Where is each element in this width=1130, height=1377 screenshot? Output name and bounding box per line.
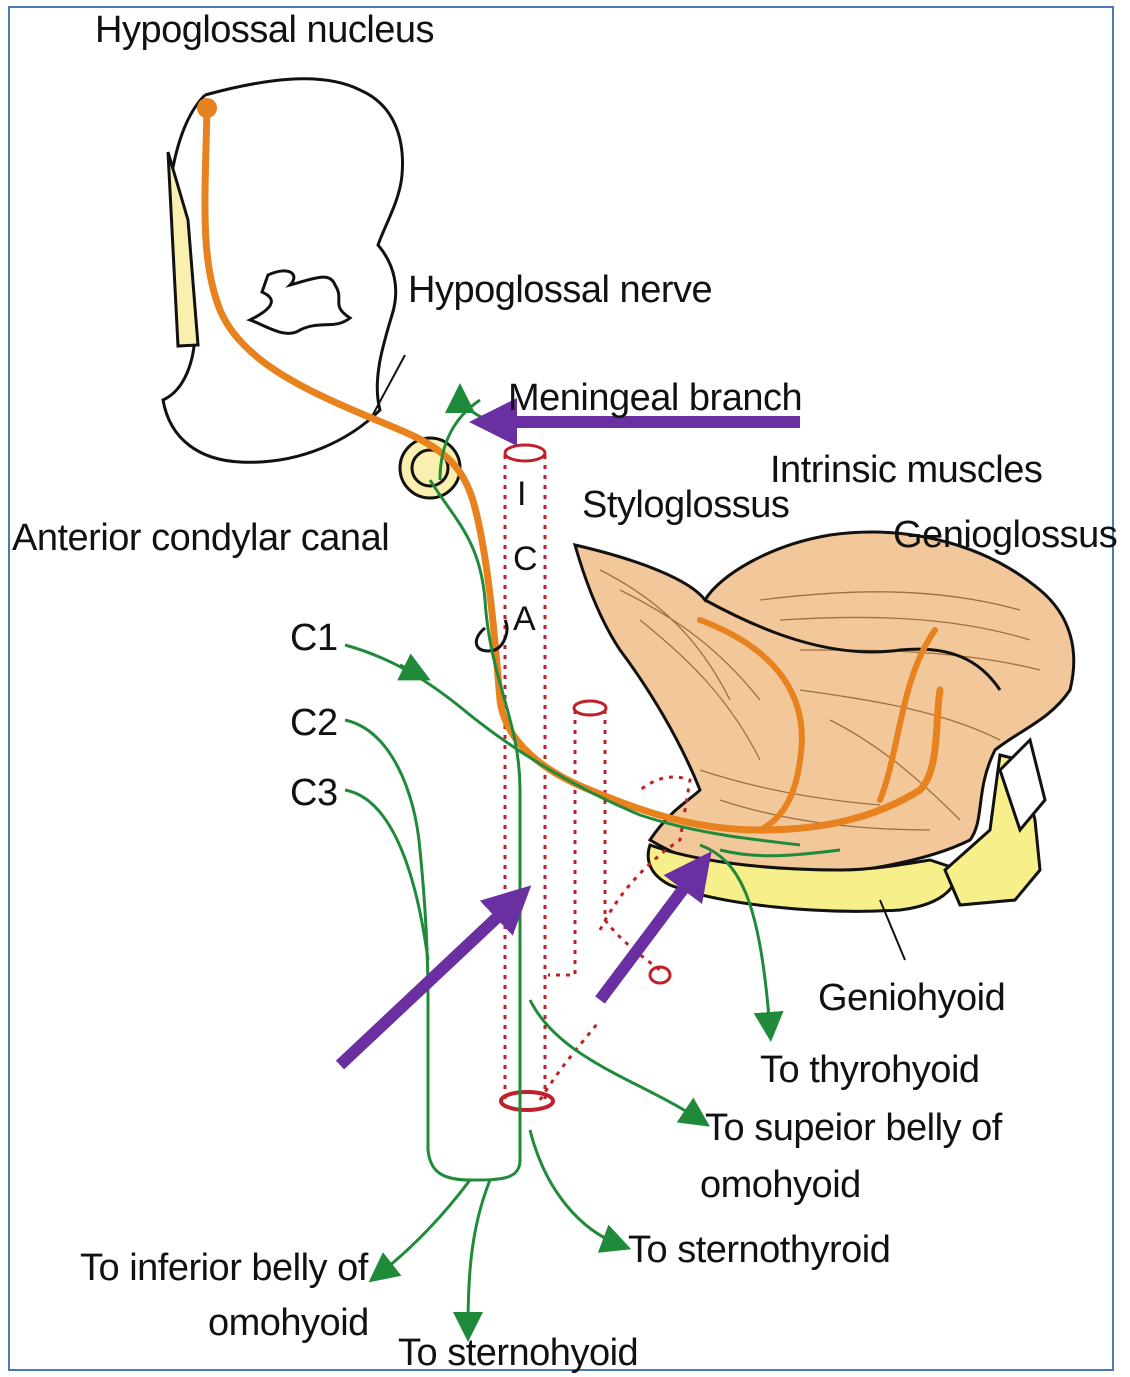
label-to-inferior-belly-1: To inferior belly of <box>80 1247 369 1289</box>
label-anterior-condylar-canal: Anterior condylar canal <box>12 517 389 559</box>
label-genioglossus: Genioglossus <box>893 514 1117 556</box>
label-ica-a: A <box>513 600 536 638</box>
label-to-thyrohyoid: To thyrohyoid <box>760 1049 980 1091</box>
label-to-sternohyoid: To sternohyoid <box>398 1332 638 1374</box>
sternohyoid-branch <box>468 1180 490 1330</box>
label-ica-i: I <box>517 475 526 513</box>
label-to-sternothyroid: To sternothyroid <box>628 1229 890 1271</box>
hypoglossal-nucleus-dot <box>197 98 217 118</box>
label-to-superior-belly-1: To supeior belly of <box>705 1107 1003 1149</box>
highlight-arrow-hyoid <box>600 880 690 1000</box>
ica-bottom <box>501 1092 553 1110</box>
label-to-superior-belly-2: omohyoid <box>700 1164 861 1206</box>
label-intrinsic-muscles: Intrinsic muscles <box>770 449 1042 491</box>
label-ica-c: C <box>513 540 538 578</box>
label-c3: C3 <box>290 772 338 814</box>
meningeal-branch-arrow <box>460 395 490 420</box>
label-hypoglossal-nucleus: Hypoglossal nucleus <box>95 9 434 51</box>
olive-squiggle <box>250 271 350 334</box>
ica-top <box>505 445 545 461</box>
label-meningeal-branch: Meningeal branch <box>508 377 802 419</box>
superior-belly-branch <box>530 1000 700 1120</box>
label-styloglossus: Styloglossus <box>582 484 789 526</box>
inferior-belly-branch <box>378 1180 470 1275</box>
label-geniohyoid: Geniohyoid <box>818 977 1005 1019</box>
sternothyroid-branch <box>530 1130 620 1245</box>
label-hypoglossal-nerve: Hypoglossal nerve <box>408 269 712 311</box>
c2-nerve <box>345 720 428 1000</box>
label-c2: C2 <box>290 702 338 744</box>
pyramid-spike <box>168 152 198 346</box>
label-to-inferior-belly-2: omohyoid <box>208 1302 369 1344</box>
label-c1: C1 <box>290 617 338 659</box>
eca-bottom <box>650 967 670 983</box>
eca-top <box>574 701 606 715</box>
hypoglossal-nerve-pointer <box>370 355 405 420</box>
